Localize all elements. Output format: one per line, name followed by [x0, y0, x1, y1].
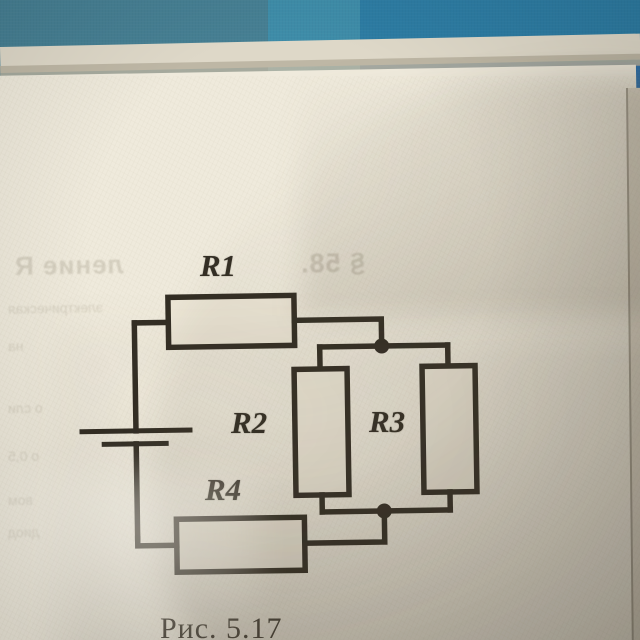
- label-r2: R2: [231, 405, 268, 440]
- label-r4: R4: [205, 472, 242, 507]
- figure-caption: Рис. 5.17: [160, 612, 283, 640]
- book-page: [0, 64, 640, 640]
- label-r1: R1: [200, 248, 237, 283]
- label-r3: R3: [369, 404, 406, 439]
